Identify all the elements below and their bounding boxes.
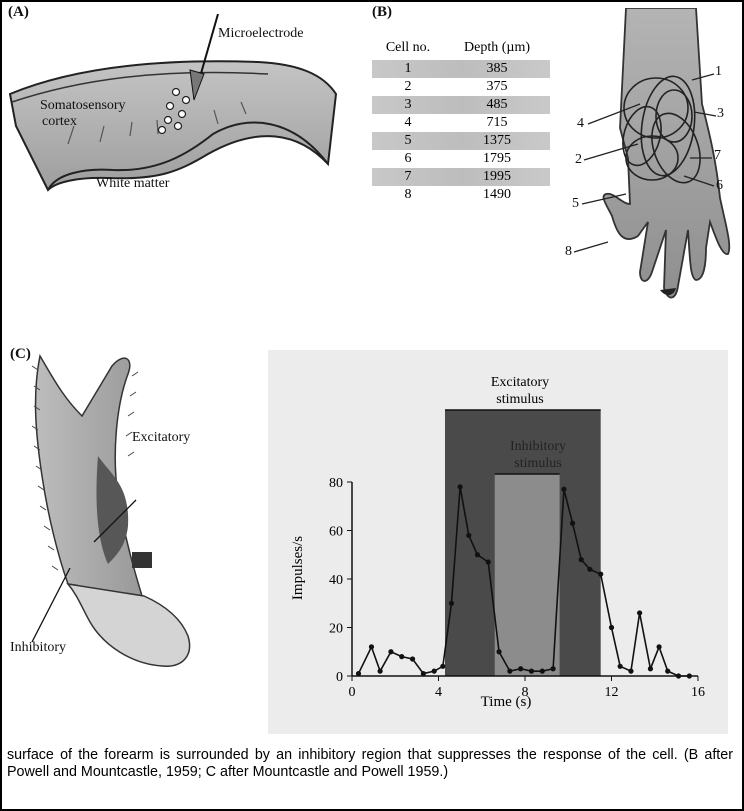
table-cell: 2	[372, 79, 444, 95]
data-point	[618, 664, 623, 669]
table-cell: 375	[444, 79, 550, 95]
data-point	[648, 666, 653, 671]
table-cell: 1490	[444, 187, 550, 203]
data-point	[369, 644, 374, 649]
table-cell: 1	[372, 61, 444, 77]
hand-label-1: 1	[715, 64, 722, 80]
data-point	[570, 521, 575, 526]
data-point	[687, 673, 692, 678]
excitatory-region-label: Excitatory	[132, 430, 190, 446]
data-point	[529, 669, 534, 674]
table-cell: 485	[444, 97, 550, 113]
data-point	[449, 601, 454, 606]
data-point	[598, 572, 603, 577]
data-point	[458, 484, 463, 489]
data-point	[518, 666, 523, 671]
excitatory-stimulus-label: Excitatory	[491, 375, 549, 390]
x-tick-label: 4	[435, 685, 442, 700]
excitatory-stimulus-label-2: stimulus	[496, 392, 543, 407]
table-cell: 1375	[444, 133, 550, 149]
data-point	[496, 649, 501, 654]
somatosensory-label: Somatosensory	[40, 98, 126, 114]
table-cell: 8	[372, 187, 444, 203]
table-cell: 715	[444, 115, 550, 131]
table-cell: 6	[372, 151, 444, 167]
inhibitory-stimulus-label: Inhibitory	[510, 439, 566, 454]
table-cell: 7	[372, 169, 444, 185]
x-tick-label: 0	[349, 685, 356, 700]
data-point	[561, 487, 566, 492]
data-point	[579, 557, 584, 562]
y-axis-label: Impulses/s	[290, 536, 306, 600]
y-tick-label: 60	[329, 525, 343, 540]
data-point	[466, 533, 471, 538]
table-cell: 1995	[444, 169, 550, 185]
data-point	[378, 669, 383, 674]
data-point	[432, 669, 437, 674]
data-point	[587, 567, 592, 572]
hand-label-2: 2	[575, 152, 582, 168]
data-point	[486, 559, 491, 564]
table-cell: 3	[372, 97, 444, 113]
data-point	[637, 610, 642, 615]
data-point	[656, 644, 661, 649]
panel-b-hand-drawing	[556, 8, 740, 312]
data-point	[628, 669, 633, 674]
data-point	[356, 671, 361, 676]
data-point	[540, 669, 545, 674]
data-point	[410, 656, 415, 661]
y-tick-label: 80	[329, 476, 343, 491]
x-tick-label: 16	[691, 685, 705, 700]
data-point	[507, 669, 512, 674]
data-point	[665, 669, 670, 674]
hand-label-6: 6	[716, 178, 723, 194]
data-point	[399, 654, 404, 659]
hand-label-5: 5	[572, 196, 579, 212]
data-point	[388, 649, 393, 654]
figure-caption: surface of the forearm is surrounded by …	[7, 747, 733, 781]
inhibitory-stimulus-band	[495, 474, 560, 676]
cortex-label: cortex	[42, 114, 77, 130]
table-header-cell: Cell no.	[372, 40, 444, 60]
y-tick-label: 0	[336, 670, 343, 685]
data-point	[421, 671, 426, 676]
hand-label-3: 3	[717, 106, 724, 122]
table-cell: 4	[372, 115, 444, 131]
inhibitory-stimulus-label-2: stimulus	[514, 456, 561, 471]
data-point	[609, 625, 614, 630]
y-tick-label: 20	[329, 622, 343, 637]
table-cell: 385	[444, 61, 550, 77]
table-cell: 1795	[444, 151, 550, 167]
table-header-cell: Depth (µm)	[444, 40, 550, 60]
x-tick-label: 12	[605, 685, 619, 700]
inhibitory-region-label: Inhibitory	[10, 640, 66, 656]
panel-b-letter: (B)	[372, 4, 392, 21]
hand-label-8: 8	[565, 244, 572, 260]
data-point	[475, 552, 480, 557]
hand-label-7: 7	[714, 148, 721, 164]
white-matter-label: White matter	[96, 176, 169, 192]
hand-label-4: 4	[577, 116, 584, 132]
data-point	[440, 664, 445, 669]
y-tick-label: 40	[329, 573, 343, 588]
x-axis-label: Time (s)	[481, 694, 532, 710]
table-cell: 5	[372, 133, 444, 149]
microelectrode-label: Microelectrode	[218, 26, 304, 42]
data-point	[551, 666, 556, 671]
data-point	[676, 673, 681, 678]
table-header: Cell no. Depth (µm)	[372, 40, 550, 60]
